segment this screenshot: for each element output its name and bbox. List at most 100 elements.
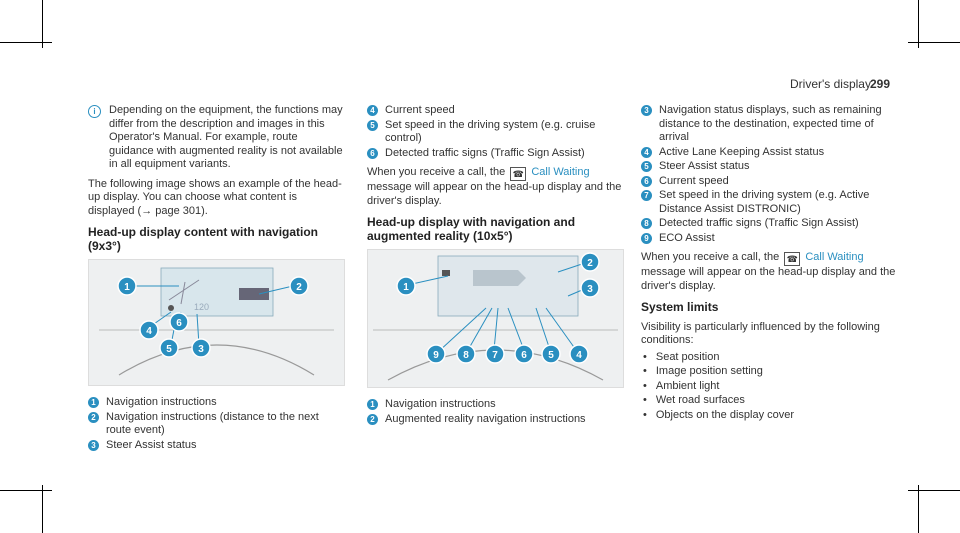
item-text: Navigation status displays, such as rema… xyxy=(659,104,882,143)
callout-7 xyxy=(485,344,505,364)
crop-mark xyxy=(0,490,52,491)
item-text: Set speed in the driving system (e.g. cr… xyxy=(385,118,596,145)
hud-figure-10x5: 1 2 3 9 8 7 6 5 4 xyxy=(367,249,624,388)
crop-mark xyxy=(918,485,919,533)
item-text: Steer Assist status xyxy=(659,160,750,172)
item-text: Current speed xyxy=(385,104,455,116)
callout-5 xyxy=(159,338,179,358)
callout-3 xyxy=(580,278,600,298)
list-item: 4 Current speed xyxy=(367,104,622,118)
bullet-item: •Wet road surfaces xyxy=(643,394,745,406)
list-item: 5 Steer Assist status xyxy=(641,160,896,174)
callout-label: 2 xyxy=(587,258,593,269)
item-text: Active Lane Keeping Assist status xyxy=(659,145,825,158)
bullet-text: Objects on the display cover xyxy=(655,408,795,421)
item-number: 2 xyxy=(367,413,378,425)
route-arrow-block xyxy=(239,288,269,300)
crop-mark xyxy=(42,485,43,533)
list-item: 5 Set speed in the driving system (e.g. c… xyxy=(367,119,622,146)
item-number: 8 xyxy=(641,218,652,229)
item-text: Augmented reality navigation instruction… xyxy=(385,412,586,425)
callout-6 xyxy=(139,320,159,340)
nav-icon xyxy=(442,270,450,276)
list-item: 1 Navigation instructions xyxy=(88,396,343,410)
page-number: 299 xyxy=(870,77,891,91)
callout-8 xyxy=(456,344,476,364)
item-text: Set speed in the driving system (e.g. Ac… xyxy=(659,189,870,215)
item-number: 5 xyxy=(641,161,652,172)
item-text: Current speed xyxy=(659,174,729,187)
phone-icon: ☎ xyxy=(510,167,527,181)
item-number: 5 xyxy=(367,119,378,131)
item-number: 3 xyxy=(88,439,99,451)
callout-label: 6 xyxy=(521,350,527,361)
callout-label: 1 xyxy=(403,282,409,293)
hud-figure-9x3: 120 1 2 3 6 5 4 xyxy=(88,259,345,386)
bullet-item: •Ambient light xyxy=(643,379,720,392)
callout-2 xyxy=(580,252,600,272)
item-number: 1 xyxy=(88,397,99,408)
item-number: 1 xyxy=(367,399,378,410)
item-number: 9 xyxy=(641,232,652,244)
item-number: 2 xyxy=(88,411,99,423)
callout-label: 3 xyxy=(587,284,593,295)
paragraph: The following image shows an example of … xyxy=(88,177,342,217)
call-waiting-label: Call Waiting xyxy=(805,251,864,263)
crop-mark xyxy=(918,0,919,48)
crop-mark xyxy=(0,42,52,43)
bullet-text: Wet road surfaces xyxy=(655,394,745,406)
item-text: Steer Assist status xyxy=(106,438,197,451)
column-1: i Depending on the equipment, the functi… xyxy=(88,104,345,453)
callout-9 xyxy=(426,344,446,364)
paragraph: Visibility is particularly influenced by… xyxy=(641,320,880,347)
bullet-item: •Objects on the display cover xyxy=(643,408,795,421)
note-text: Depending on the equipment, the function… xyxy=(109,104,343,170)
item-text: Navigation instructions (distance to the… xyxy=(106,410,319,437)
callout-4 xyxy=(569,344,589,364)
call-paragraph: When you receive a call, the ☎ Call Wait… xyxy=(367,166,622,208)
item-text: Navigation instructions xyxy=(385,398,496,410)
info-note: i Depending on the equipment, the functi… xyxy=(88,104,343,172)
list-item: 4 Active Lane Keeping Assist status xyxy=(641,146,896,160)
call-waiting-label: Call Waiting xyxy=(531,166,590,178)
item-text: Detected traffic signs (Traffic Sign Ass… xyxy=(659,217,859,229)
bullet-text: Ambient light xyxy=(655,379,720,392)
bullet-item: •Image position setting xyxy=(643,365,763,377)
section-heading: Head-up display content with navigation … xyxy=(88,225,319,253)
bullet-text: Image position setting xyxy=(655,365,763,377)
callout-label: 3 xyxy=(198,344,204,355)
callout-5 xyxy=(541,344,561,364)
callout-6 xyxy=(514,344,534,364)
ar-arrow-band xyxy=(473,270,526,286)
item-text: Navigation instructions xyxy=(106,396,217,408)
callout-label: 5 xyxy=(548,350,554,361)
list-item: 2 Augmented reality navigation instructio… xyxy=(367,413,622,427)
item-text: Detected traffic signs (Traffic Sign Ass… xyxy=(385,146,585,159)
list-item: 2 Navigation instructions (distance to th… xyxy=(88,411,343,438)
crop-mark xyxy=(42,0,43,48)
item-number: 4 xyxy=(367,105,378,116)
callout-label: 5 xyxy=(166,344,172,355)
section-heading: Head-up display with navigation and augm… xyxy=(367,215,576,243)
call-text-pre: When you receive a call, the xyxy=(641,251,780,263)
callout-label: 4 xyxy=(146,326,152,337)
bullet-item: •Seat position xyxy=(643,350,720,363)
list-item: 1 Navigation instructions xyxy=(367,398,622,412)
bullet-text: Seat position xyxy=(655,350,720,363)
callout-label: 1 xyxy=(124,282,130,293)
callout-label: 7 xyxy=(492,350,498,361)
item-number: 4 xyxy=(641,146,652,158)
callout-1 xyxy=(117,276,137,296)
call-paragraph: When you receive a call, the ☎ Call Wait… xyxy=(641,251,896,293)
callout-label: 6 xyxy=(176,318,182,329)
info-icon: i xyxy=(88,105,101,118)
callout-label: 4 xyxy=(576,350,582,361)
list-item: 3 Steer Assist status xyxy=(88,439,343,453)
call-text-pre: When you receive a call, the xyxy=(367,166,506,178)
callout-label: 2 xyxy=(296,282,302,293)
column-2: 4 Current speed 5 Set speed in the driving… xyxy=(367,104,624,427)
